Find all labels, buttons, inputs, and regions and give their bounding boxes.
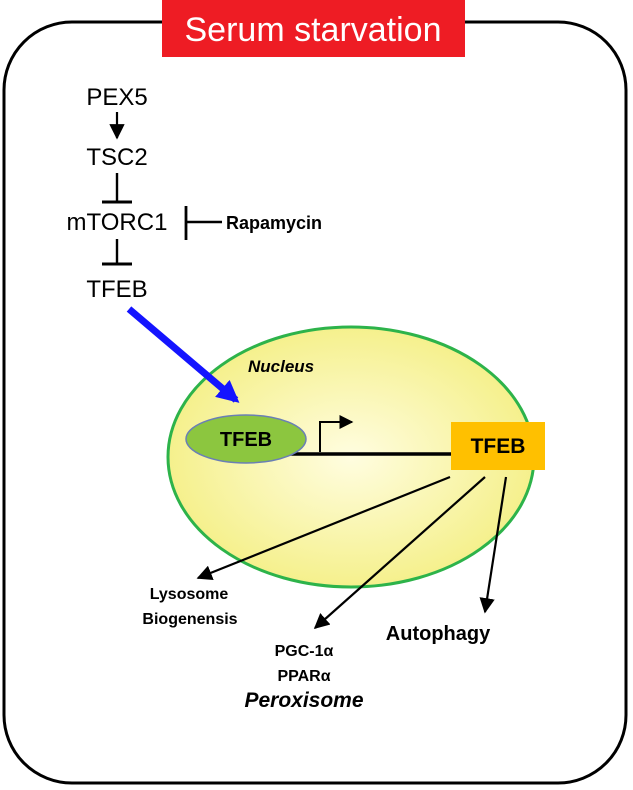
peroxisome-label: Peroxisome xyxy=(244,689,363,712)
rapamycin-label: Rapamycin xyxy=(226,213,322,233)
lysosome-label-line1: Lysosome xyxy=(150,586,229,603)
tfeb-cytoplasm-label: TFEB xyxy=(86,276,147,303)
ppara-label: PPARα xyxy=(277,668,330,685)
title-background xyxy=(162,0,465,57)
tsc2-label: TSC2 xyxy=(86,144,147,171)
tfeb-target-box-group: TFEB xyxy=(451,422,545,470)
tsc2-inhibits-mtorc1 xyxy=(102,173,132,204)
autophagy-label: Autophagy xyxy=(386,623,491,645)
tfeb-promoter-bound: TFEB xyxy=(185,414,307,464)
tfeb-target-box xyxy=(451,422,545,470)
mtorc1-inhibits-tfeb xyxy=(102,239,132,266)
arrow-to-autophagy xyxy=(479,476,508,614)
signaling-cascade: PEX5 TSC2 mTORC1 Rapamycin TFEB xyxy=(67,84,323,303)
nuclear-translocation-arrow xyxy=(126,306,240,403)
pex5-label: PEX5 xyxy=(86,84,147,111)
arrow-to-peroxisome xyxy=(313,476,486,630)
arrow-to-lysosome xyxy=(196,475,451,580)
tfeb-oval xyxy=(185,414,307,464)
tfeb-oval-label: TFEB xyxy=(220,429,272,451)
pgc1a-label: PGC-1α xyxy=(275,643,334,660)
nucleus-label: Nucleus xyxy=(248,357,314,376)
title-banner: Serum starvation xyxy=(162,0,465,57)
title-text: Serum starvation xyxy=(185,11,442,49)
lysosome-label-line2: Biogenensis xyxy=(142,611,237,628)
transcription-start-arrow xyxy=(319,415,354,452)
tfeb-target-label: TFEB xyxy=(471,435,526,458)
rapamycin-inhibits-mtorc1 xyxy=(184,206,222,240)
mtorc1-label: mTORC1 xyxy=(67,209,168,236)
